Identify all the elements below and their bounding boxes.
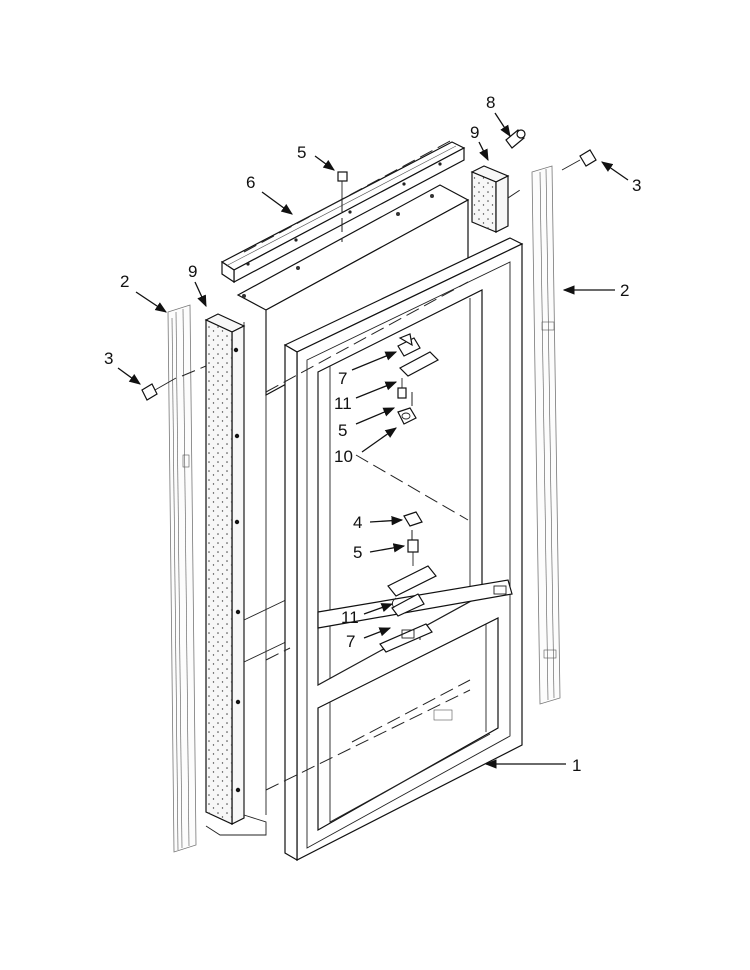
lower-hinge-group: [379, 511, 437, 653]
callout-label-3: 3: [632, 176, 641, 195]
callout-label-11: 11: [334, 394, 352, 413]
callout-label-11: 11: [341, 608, 359, 627]
callout-label-2: 2: [120, 272, 129, 291]
callout-label-5: 5: [353, 543, 362, 562]
callout-label-1: 1: [572, 756, 581, 775]
callout-label-9: 9: [470, 123, 479, 142]
hardware: [141, 129, 597, 653]
callout-label-2: 2: [620, 281, 629, 300]
screw-right: [561, 149, 597, 171]
callout-label-4: 4: [353, 513, 362, 532]
side-trim-right: [531, 165, 561, 705]
plug-8: [505, 129, 526, 149]
alignment-lines: [181, 139, 521, 791]
callout-label-7: 7: [346, 632, 355, 651]
top-trim: [220, 141, 466, 284]
side-trim-left: [167, 304, 197, 853]
foam-strip-left: [204, 313, 246, 825]
callout-label-5: 5: [338, 421, 347, 440]
callout-label-5: 5: [297, 143, 306, 162]
foam-strip-right: [470, 165, 510, 233]
callout-label-6: 6: [246, 173, 255, 192]
callout-label-9: 9: [188, 262, 197, 281]
callout-label-3: 3: [104, 349, 113, 368]
leader-lines: [117, 112, 629, 769]
callout-label-10: 10: [334, 447, 353, 466]
screw-top: [337, 171, 348, 200]
upper-hinge-group: [397, 333, 439, 425]
door-frame: [283, 237, 524, 862]
callout-label-7: 7: [338, 369, 347, 388]
screw-left: [141, 377, 177, 401]
callout-labels: 8 9 5 6 3 2 9 2 3 7 11 5 10 4 5 11 7 1: [104, 93, 641, 775]
callout-label-8: 8: [486, 93, 495, 112]
